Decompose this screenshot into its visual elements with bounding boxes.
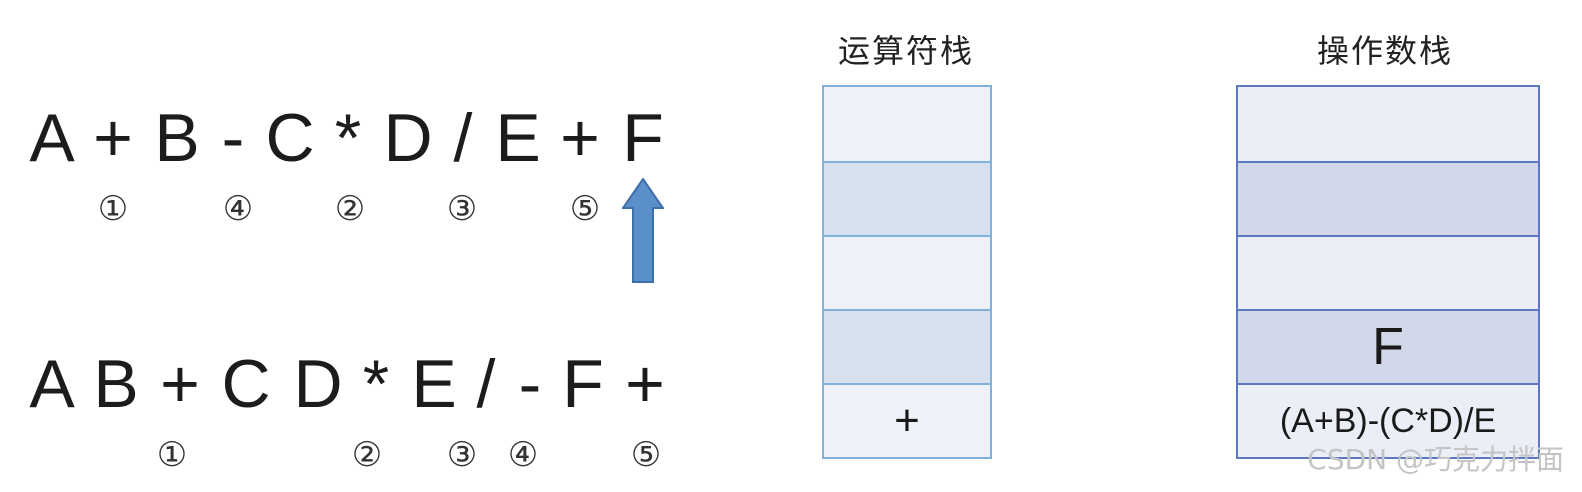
postfix-token: E	[411, 346, 457, 422]
operand-stack-cell	[1238, 87, 1538, 161]
operand-stack-cell	[1238, 235, 1538, 309]
postfix-marker: ④	[507, 435, 539, 475]
postfix-marker: ①	[156, 435, 188, 475]
operand-stack: F (A+B)-(C*D)/E	[1236, 85, 1540, 459]
infix-token: C	[265, 100, 315, 176]
operand-stack-title: 操作数栈	[1316, 32, 1454, 70]
infix-marker: ②	[334, 189, 366, 229]
infix-token: F	[622, 100, 664, 176]
infix-token: A	[29, 100, 75, 176]
postfix-marker: ⑤	[630, 435, 662, 475]
postfix-token: B	[93, 346, 139, 422]
infix-token: B	[154, 100, 200, 176]
infix-token: /	[453, 100, 473, 176]
up-arrow-icon	[622, 178, 664, 283]
operand-stack-cell	[1238, 161, 1538, 235]
infix-token: D	[383, 100, 433, 176]
infix-marker: ③	[446, 189, 478, 229]
operator-stack: +	[822, 85, 992, 459]
infix-token: E	[495, 100, 541, 176]
postfix-marker: ③	[446, 435, 478, 475]
postfix-token: +	[160, 346, 200, 422]
infix-marker: ⑤	[569, 189, 601, 229]
postfix-marker: ②	[351, 435, 383, 475]
watermark: CSDN @巧克力拌面	[1307, 443, 1564, 476]
operator-stack-cell	[824, 87, 990, 161]
postfix-token: C	[221, 346, 271, 422]
operator-stack-cell	[824, 235, 990, 309]
operator-stack-cell	[824, 309, 990, 383]
infix-token: +	[560, 100, 600, 176]
operator-stack-title: 运算符栈	[837, 32, 975, 70]
postfix-token: F	[562, 346, 604, 422]
infix-token: *	[334, 100, 362, 176]
infix-marker: ①	[97, 189, 129, 229]
postfix-token: D	[293, 346, 343, 422]
operator-stack-cell	[824, 161, 990, 235]
infix-token: -	[221, 100, 245, 176]
postfix-token: /	[476, 346, 496, 422]
infix-marker: ④	[222, 189, 254, 229]
operand-stack-cell: F	[1238, 309, 1538, 383]
operator-stack-cell: +	[824, 383, 990, 457]
operand-stack-cell: (A+B)-(C*D)/E	[1238, 383, 1538, 457]
postfix-token: *	[362, 346, 390, 422]
postfix-token: A	[29, 346, 75, 422]
postfix-token: -	[518, 346, 542, 422]
postfix-token: +	[625, 346, 665, 422]
infix-token: +	[93, 100, 133, 176]
